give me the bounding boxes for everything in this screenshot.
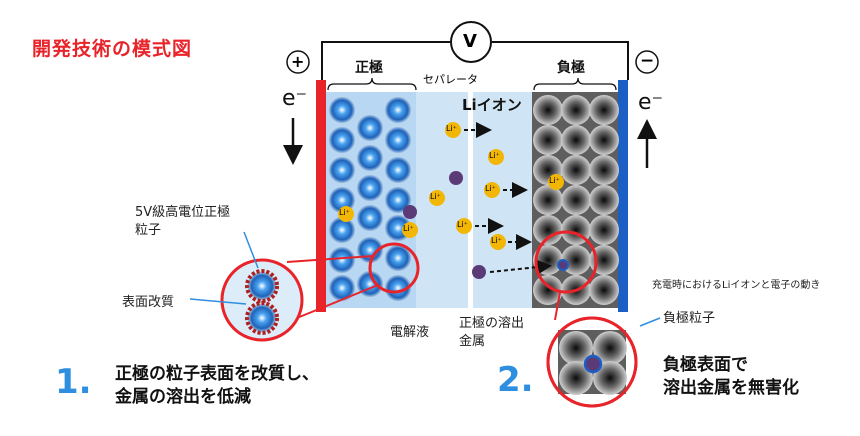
circuit-wire [321, 41, 629, 80]
point1-line1: 正極の粒子表面を改質し、 [115, 364, 319, 384]
cathode-particles [328, 96, 412, 302]
positive-electrode-label: 正極 [355, 60, 383, 76]
particle-pointer [243, 231, 259, 269]
separator [468, 92, 473, 308]
electron-right-label: e⁻ [638, 90, 664, 115]
ion-label: Li⁺ [457, 220, 468, 229]
page-title: 開発技術の模式図 [32, 38, 193, 60]
voltmeter-label: V [463, 31, 477, 52]
separator-label: セパレータ [423, 73, 478, 86]
minus-symbol: − [640, 51, 655, 71]
dissolved-metal-label-line2: 金属 [459, 334, 486, 349]
cathode-bracket [327, 77, 417, 91]
ion-label: Li⁺ [489, 151, 500, 160]
surface-mod-label: 表面改質 [122, 295, 175, 310]
surface-pointer [189, 298, 247, 305]
dissolved-metal-dots [403, 171, 569, 279]
ion-label: Li⁺ [491, 236, 502, 245]
voltmeter-icon [450, 21, 492, 63]
ion-label: Li⁺ [549, 176, 560, 185]
anode-bracket [533, 77, 617, 91]
cathode-collector [316, 80, 326, 312]
ion-label: Li⁺ [430, 192, 441, 201]
ion-label: Li⁺ [485, 184, 496, 193]
ion-label: Li⁺ [446, 124, 457, 133]
dissolved-metal-label-line1: 正極の溶出 [459, 316, 525, 331]
cathode-zoom-ring [368, 242, 420, 294]
li-ions [338, 122, 564, 250]
electrolyte-label: 電解液 [390, 325, 430, 340]
ion-label: Li⁺ [403, 224, 414, 233]
plus-terminal-icon [286, 50, 310, 74]
anode-collector [618, 80, 628, 312]
anode-zoom-ring [534, 230, 598, 294]
minus-terminal-icon [635, 50, 659, 74]
negative-electrode-label: 負極 [557, 60, 585, 76]
point1-number: 1. [55, 362, 92, 402]
plus-symbol: + [291, 52, 305, 71]
charge-note: 充電時におけるLiイオンと電子の動き [652, 280, 821, 291]
li-ion-label: Liイオン [462, 96, 522, 114]
point2-number: 2. [497, 360, 534, 400]
point1-line2: 金属の溶出を低減 [115, 387, 251, 407]
particle-label-line1: 5V級高電位正極 [135, 205, 231, 220]
ion-arrows [464, 122, 552, 276]
ion-label: Li⁺ [339, 208, 350, 217]
point2-line2: 溶出金属を無害化 [663, 378, 799, 398]
anode-particle-label: 負極粒子 [663, 311, 716, 326]
point2-line1: 負極表面で [663, 355, 748, 375]
electron-left-label: e⁻ [282, 86, 308, 111]
anode-particle-pointer [639, 317, 661, 327]
particle-label-line2: 粒子 [135, 223, 162, 238]
anode-particles [533, 95, 619, 305]
